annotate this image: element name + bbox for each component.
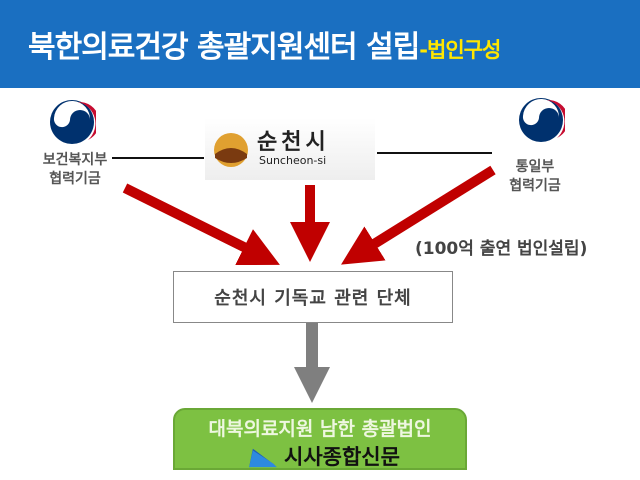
arrow-right [341, 165, 496, 265]
watermark-text: 시사종합신문 [284, 445, 400, 469]
title-text: 북한의료건강 총괄지원센터 설립 [28, 30, 420, 65]
bottom-box: 대북의료지원 남한 총괄법인 [173, 408, 467, 470]
title-subtitle: -법인구성 [419, 38, 501, 62]
middle-box: 순천시 기독교 관련 단체 [173, 271, 453, 323]
government-emblem-icon [519, 98, 565, 142]
left-org-line1: 보건복지부 [42, 152, 108, 168]
arrow-left [122, 183, 280, 266]
connector-right [377, 152, 492, 154]
connector-left [112, 157, 204, 159]
suncheon-emblem-icon [214, 133, 248, 167]
page-title: 북한의료건강 총괄지원센터 설립-법인구성 [28, 22, 501, 66]
government-emblem-icon [50, 100, 96, 144]
suncheon-logo: 순천시 Suncheon-si [205, 118, 375, 180]
right-org-line1: 통일부 [515, 159, 555, 175]
watermark: 시사종합신문 [246, 444, 400, 470]
header-bar: 북한의료건강 총괄지원센터 설립-법인구성 [0, 0, 640, 88]
right-org-line2: 협력기금 [509, 178, 561, 194]
left-org-line2: 협력기금 [49, 171, 101, 187]
funding-note: (100억 출연 법인설립) [415, 239, 588, 259]
center-org-name-ko: 순천시 [257, 130, 330, 155]
book-logo-icon [249, 448, 277, 468]
center-org-name-en: Suncheon-si [259, 154, 327, 167]
